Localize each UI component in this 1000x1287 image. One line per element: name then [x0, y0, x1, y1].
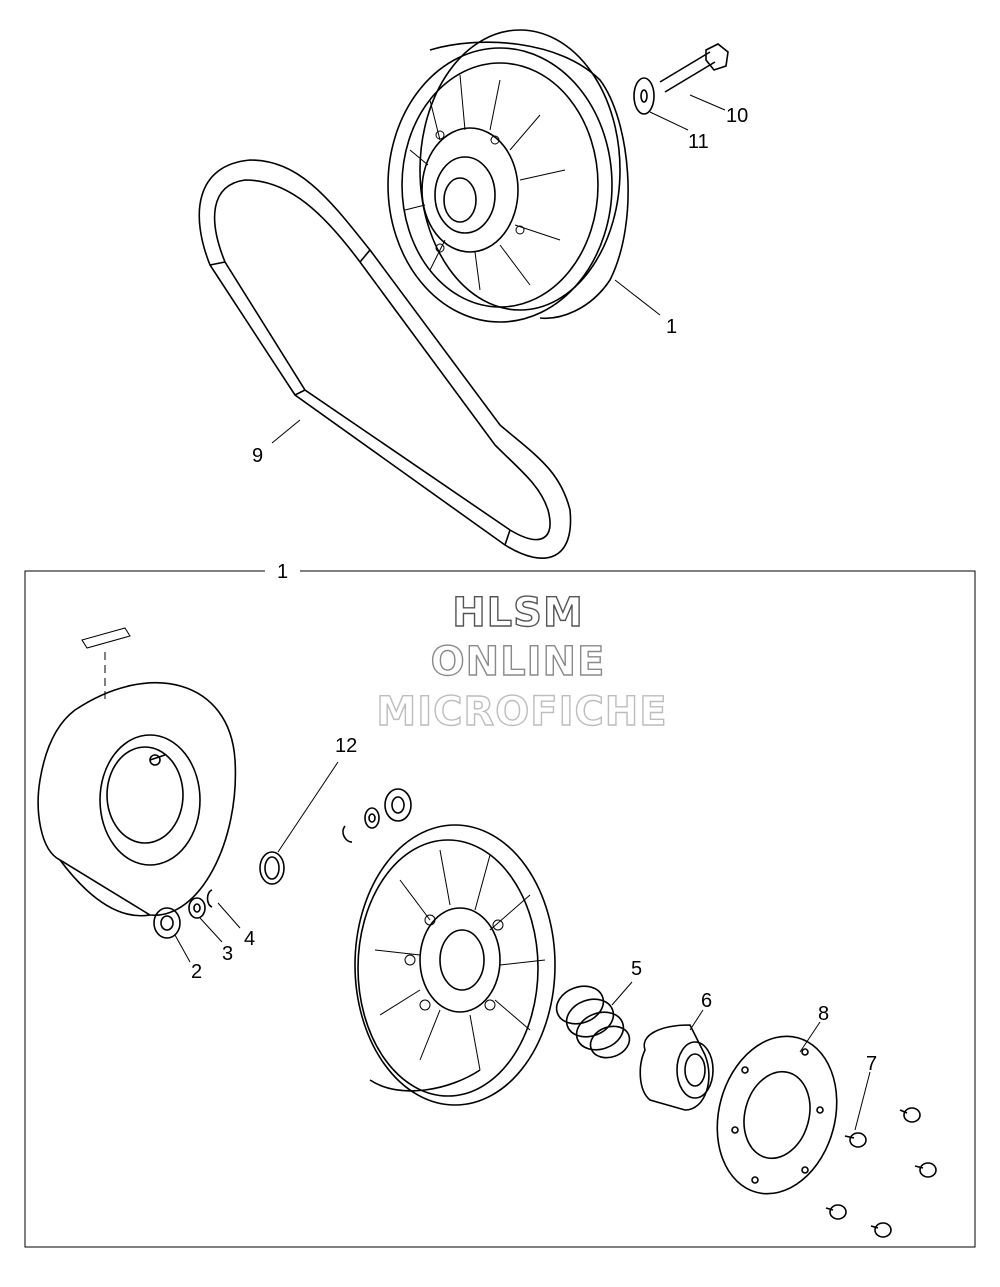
callout-5: 5 — [631, 958, 642, 980]
callout-9: 9 — [252, 445, 263, 467]
warning-label — [81, 627, 131, 700]
callout-10: 10 — [726, 105, 748, 127]
watermark-line-3: MICROFICHE — [376, 689, 667, 735]
movable-sheave — [354, 824, 556, 1106]
fixed-sheave — [37, 681, 237, 917]
callout-8: 8 — [818, 1003, 829, 1025]
callout-6: 6 — [701, 990, 712, 1012]
retaining-clip — [206, 889, 213, 908]
small-washer — [188, 897, 206, 919]
cover-plate — [716, 1035, 838, 1195]
callout-7: 7 — [866, 1053, 877, 1075]
callout-12: 12 — [335, 735, 357, 757]
callout-1-upper: 1 — [666, 316, 677, 338]
leader-lines-upper — [271, 94, 726, 444]
watermark-line-1: HLSM — [452, 590, 584, 636]
callout-11: 11 — [688, 131, 709, 153]
callout-4: 4 — [244, 928, 255, 950]
spring — [555, 985, 631, 1059]
callout-2: 2 — [191, 961, 202, 983]
washer — [633, 77, 655, 115]
bolt — [659, 43, 729, 93]
o-ring — [259, 851, 285, 885]
drive-belt — [198, 159, 572, 559]
leader-lines-box — [174, 761, 871, 1131]
roller-set-upper — [342, 788, 412, 843]
exploded-view-frame — [24, 570, 976, 1248]
callout-1-box: 1 — [277, 561, 288, 583]
screws — [825, 1107, 937, 1238]
roller — [153, 907, 181, 939]
driven-pulley-assembly — [387, 29, 629, 323]
cam-hub — [639, 1024, 714, 1111]
callout-3: 3 — [222, 943, 233, 965]
watermark-line-2: ONLINE — [431, 639, 606, 685]
